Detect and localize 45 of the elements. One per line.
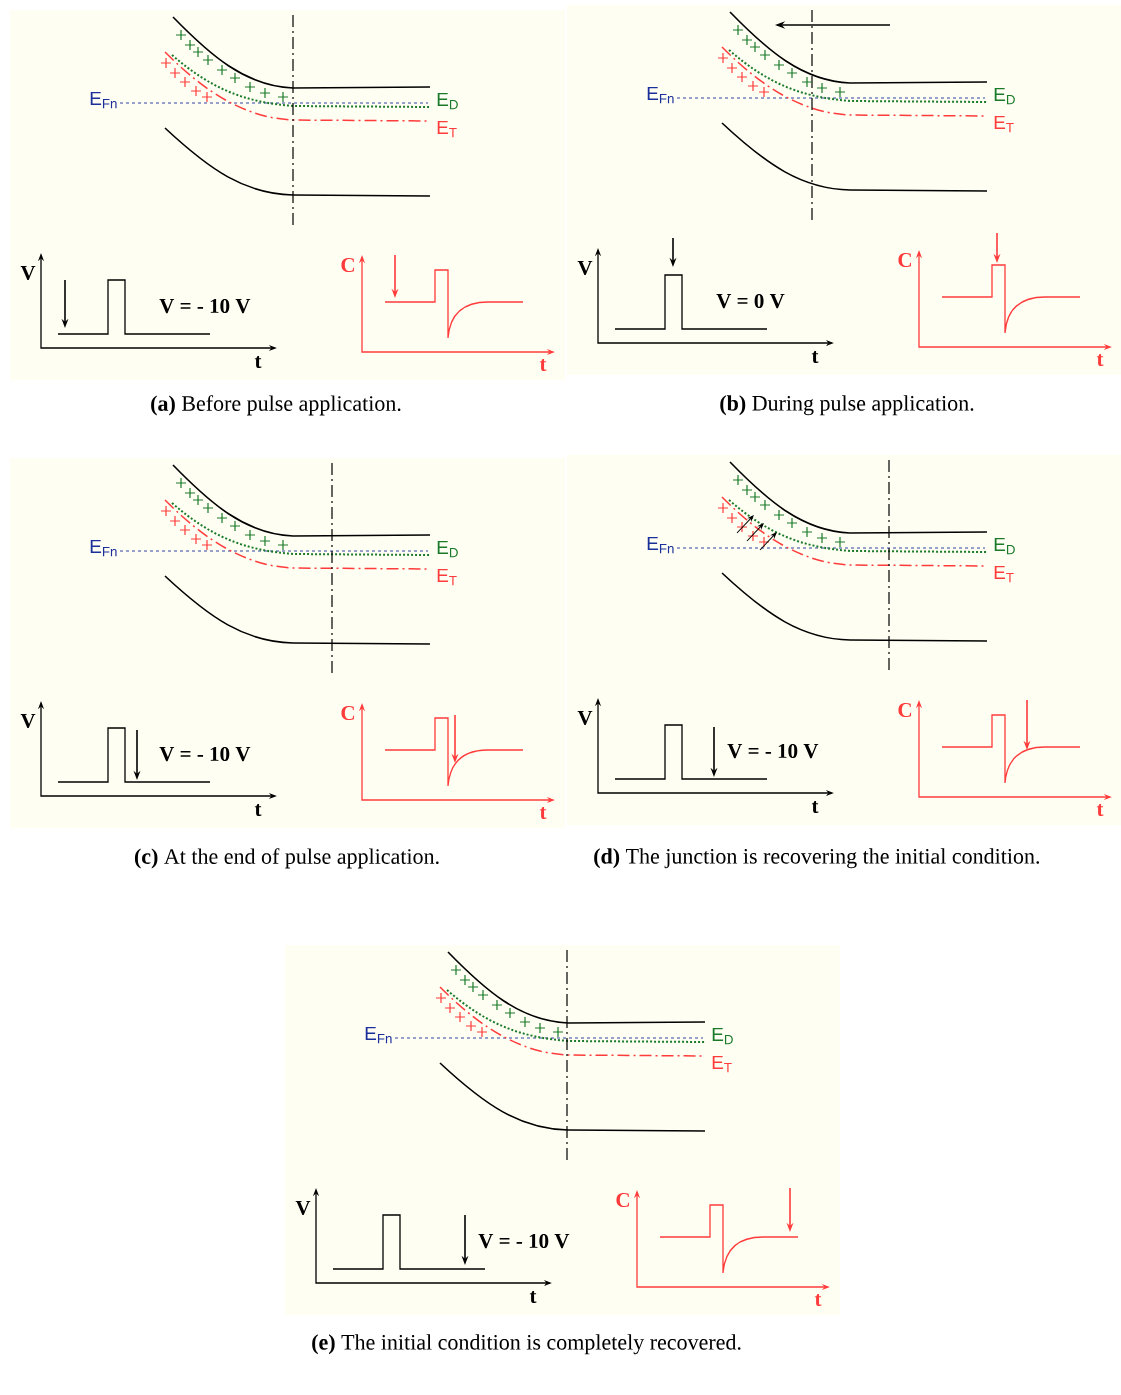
energy-level-label: E$_{T}$ [994, 115, 1014, 133]
axis-label: t [539, 807, 547, 819]
caption: (b) During pulse application. [720, 395, 974, 416]
voltage-label: V = 0 V [716, 293, 785, 309]
caption: (e) The initial condition is completely recovered. [312, 1334, 741, 1355]
energy-level-label: E$_{Fn}$ [365, 1026, 392, 1044]
axis-label: V [20, 713, 36, 729]
axis-label: V [20, 265, 36, 281]
axis-label: t [539, 359, 547, 371]
energy-level-label: E$_{T}$ [994, 565, 1014, 583]
voltage-label: V = - 10 V [727, 743, 819, 759]
voltage-label: V = - 10 V [159, 298, 251, 314]
axis-label: V [577, 260, 593, 276]
energy-level-label: E$_{T}$ [712, 1055, 732, 1073]
caption: (c) At the end of pulse application. [134, 848, 439, 869]
axis-label: t [814, 1294, 822, 1306]
caption: (a) Before pulse application. [151, 395, 401, 416]
axis-label: t [254, 804, 262, 816]
caption: (d) The junction is recovering the initial condition. [594, 848, 1040, 869]
axis-label: t [811, 801, 819, 813]
axis-label: C [341, 705, 354, 721]
axis-label: t [1096, 354, 1104, 366]
axis-label: C [898, 252, 911, 268]
energy-level-label: E$_{D}$ [994, 537, 1015, 555]
energy-level-label: E$_{D}$ [994, 87, 1015, 105]
energy-level-label: E$_{Fn}$ [90, 539, 117, 557]
axis-label: V [577, 710, 593, 726]
energy-level-label: E$_{T}$ [437, 568, 457, 586]
energy-level-label: E$_{Fn}$ [647, 536, 674, 554]
axis-label: t [254, 356, 262, 368]
axis-label: t [529, 1291, 537, 1303]
energy-level-label: E$_{T}$ [437, 120, 457, 138]
voltage-label: V = - 10 V [159, 746, 251, 762]
energy-level-label: E$_{D}$ [712, 1027, 733, 1045]
axis-label: C [898, 702, 911, 718]
axis-label: V [295, 1200, 311, 1216]
energy-level-label: E$_{Fn}$ [647, 86, 674, 104]
energy-level-label: E$_{D}$ [437, 92, 458, 110]
axis-label: C [341, 257, 354, 273]
axis-label: t [811, 351, 819, 363]
energy-level-label: E$_{D}$ [437, 540, 458, 558]
axis-label: t [1096, 804, 1104, 816]
voltage-label: V = - 10 V [478, 1233, 570, 1249]
axis-label: C [616, 1192, 629, 1208]
energy-level-label: E$_{Fn}$ [90, 91, 117, 109]
